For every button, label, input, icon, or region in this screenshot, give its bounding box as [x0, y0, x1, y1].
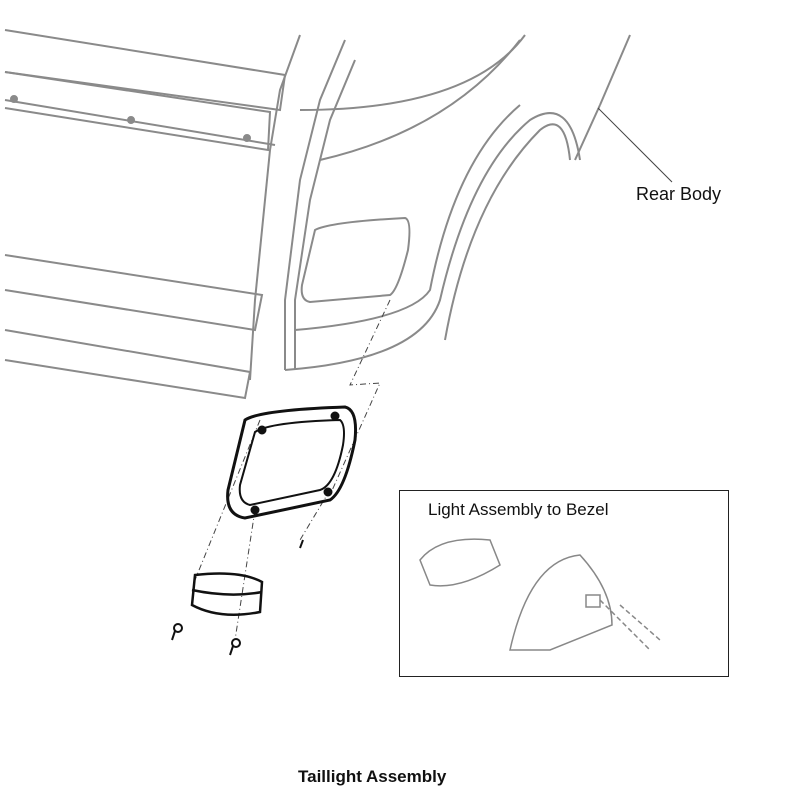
rear-body-panel	[4, 29, 631, 400]
figure-caption: Taillight Assembly	[298, 767, 447, 786]
inset-box: Light Assembly to Bezel	[399, 490, 729, 677]
inset-drawing	[419, 538, 661, 651]
screws	[171, 539, 304, 656]
tail-lamp	[190, 572, 264, 617]
bezel	[226, 405, 357, 520]
rear-body-label: Rear Body	[636, 184, 722, 204]
inset-title: Light Assembly to Bezel	[428, 500, 609, 519]
